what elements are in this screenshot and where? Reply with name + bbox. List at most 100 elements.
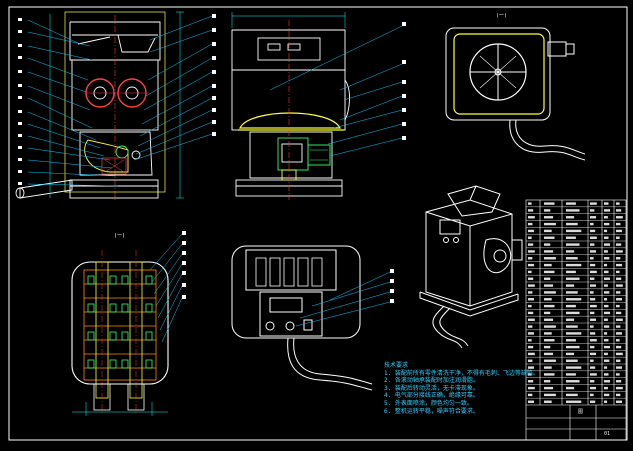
parts-entry-mark [544, 304, 555, 308]
parts-entry-mark [528, 373, 532, 376]
gear-block [101, 157, 127, 175]
parts-entry-mark [616, 304, 620, 308]
parts-entry-mark [566, 304, 576, 308]
parts-entry-mark [528, 250, 535, 253]
parts-entry-mark [590, 393, 594, 397]
side-gear-box [277, 137, 309, 171]
base-plate [69, 179, 159, 199]
parts-entry-mark [528, 304, 532, 308]
parts-entry-mark [566, 386, 575, 390]
parts-entry-mark [566, 366, 582, 369]
parts-entry-mark [528, 318, 535, 321]
parts-entry-mark [528, 393, 533, 397]
parts-entry-mark [604, 216, 608, 219]
parts-entry-mark [590, 229, 596, 233]
parts-entry-mark [544, 393, 556, 397]
side-motor-block [249, 131, 333, 179]
parts-entry-mark [544, 380, 551, 383]
parts-entry-mark [528, 339, 532, 342]
parts-entry-mark [604, 250, 608, 253]
parts-list-rows [526, 206, 626, 399]
parts-entry-mark [604, 202, 609, 205]
front-section-view [15, 11, 216, 200]
parts-entry-mark [590, 270, 597, 274]
parts-entry-mark [544, 359, 556, 362]
side-motor [307, 144, 331, 166]
detail-green-parts [87, 275, 153, 369]
parts-entry-mark [590, 304, 597, 308]
parts-entry-mark [604, 400, 608, 403]
hidden-frame [64, 11, 166, 193]
parts-entry-mark [528, 216, 535, 219]
parts-entry-mark [528, 257, 533, 260]
iso-hopper [447, 185, 501, 217]
parts-entry-mark [616, 229, 622, 233]
side-bowl [239, 112, 341, 129]
parts-entry-mark [544, 243, 551, 246]
front-leaders [27, 15, 213, 187]
parts-entry-mark [544, 257, 556, 260]
title-block-code: 01 [604, 431, 611, 437]
parts-entry-mark [616, 291, 621, 294]
parts-entry-mark [528, 366, 534, 369]
parts-entry-mark [566, 400, 582, 403]
iso-cable [432, 305, 463, 349]
parts-entry-mark [566, 359, 578, 362]
notes-heading: 技术要求 [384, 362, 409, 369]
parts-entry-mark [544, 291, 556, 294]
detail-housing [71, 261, 169, 385]
parts-entry-mark [528, 229, 534, 233]
parts-entry-mark [544, 270, 555, 274]
parts-entry-mark [528, 380, 534, 383]
detail-section-view [71, 231, 186, 416]
panel-knob-right [285, 321, 295, 331]
parts-entry-mark [604, 243, 610, 246]
parts-entry-mark [604, 222, 610, 226]
parts-entry-mark [544, 202, 555, 205]
parts-entry-mark [528, 277, 534, 280]
parts-entry-mark [566, 270, 576, 274]
parts-entry-mark [528, 352, 535, 356]
parts-entry-mark [604, 318, 608, 321]
parts-entry-mark [604, 263, 608, 267]
side-section-view [231, 12, 406, 200]
parts-entry-mark [544, 236, 555, 239]
detail-shafts [95, 261, 143, 399]
panel-top-unit [245, 249, 337, 291]
parts-entry-mark [604, 229, 608, 233]
parts-entry-mark [604, 325, 610, 328]
parts-entry-mark [566, 250, 575, 253]
parts-list-entries [528, 202, 623, 403]
parts-entry-mark [566, 257, 578, 260]
parts-entry-mark [616, 209, 622, 212]
parts-entry-mark [616, 318, 623, 321]
parts-entry-mark [528, 291, 533, 294]
parts-entry-mark [590, 318, 596, 321]
parts-list-table [525, 199, 627, 441]
parts-entry-mark [604, 386, 608, 390]
gear-small [115, 145, 129, 159]
notes-line-4: 4. 电气部分接线正确，绝缘可靠。 [384, 392, 479, 400]
parts-entry-mark [566, 263, 582, 267]
front-balloons [18, 14, 216, 185]
parts-entry-mark [590, 222, 594, 226]
parts-entry-mark [566, 393, 578, 397]
parts-entry-mark [544, 284, 554, 287]
parts-entry-mark [566, 380, 580, 383]
parts-entry-mark [528, 202, 532, 205]
parts-entry-mark [528, 284, 535, 287]
parts-entry-mark [604, 339, 609, 342]
parts-entry-mark [590, 263, 596, 267]
parts-entry-mark [544, 345, 551, 349]
parts-entry-mark [590, 202, 597, 205]
parts-entry-mark [616, 339, 620, 342]
parts-entry-mark [590, 277, 595, 280]
parts-entry-mark [616, 270, 620, 274]
side-leaders [269, 25, 403, 157]
parts-entry-mark [544, 318, 554, 321]
parts-entry-mark [616, 359, 621, 362]
parts-entry-mark [604, 298, 608, 301]
parts-entry-mark [604, 332, 608, 335]
parts-entry-mark [604, 284, 608, 287]
panel-housing [231, 245, 361, 339]
